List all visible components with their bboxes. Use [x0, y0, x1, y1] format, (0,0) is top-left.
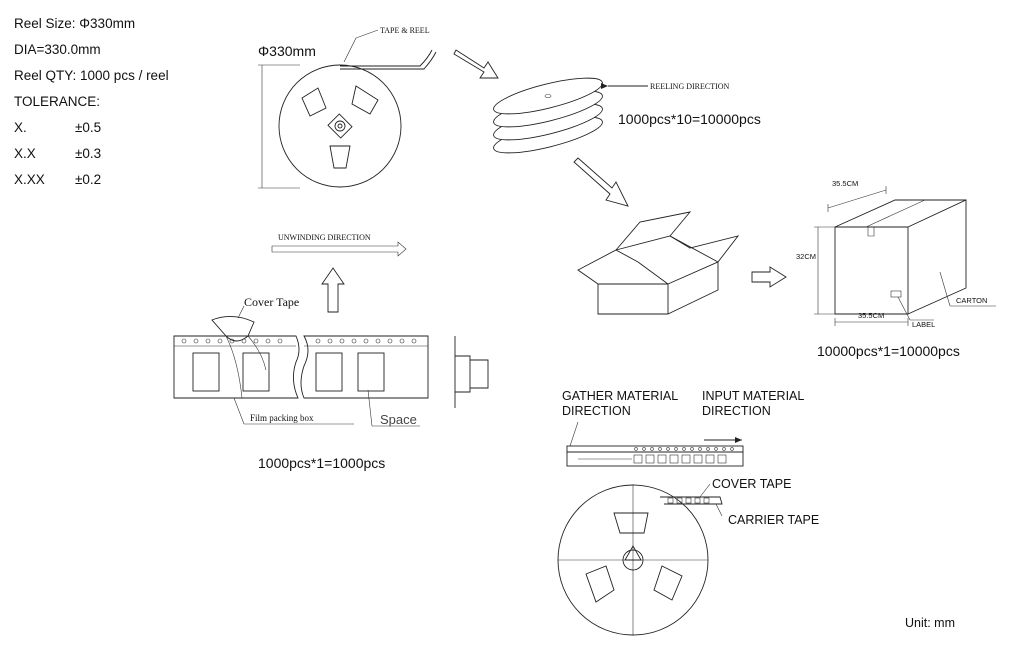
carton-front	[834, 226, 909, 315]
carton-drawing: 32CM 35.5CM 35.5CM CARTON LABEL 10000pcs…	[796, 179, 996, 359]
reeling-direction-label: REELING DIRECTION	[650, 82, 730, 91]
input-direction-line1: INPUT MATERIAL	[702, 389, 804, 403]
pocket-2	[242, 352, 270, 392]
feed-diagram: GATHER MATERIAL DIRECTION INPUT MATERIAL…	[557, 389, 819, 636]
tolerance-value-3: ±0.2	[75, 172, 101, 187]
pocket-1	[192, 352, 220, 392]
space-label: Space	[380, 412, 417, 427]
reel-tape	[340, 49, 433, 67]
spec-block: Reel Size: Φ330mm DIA=330.0mm Reel QTY: …	[14, 16, 169, 187]
reel-outer-circle	[278, 64, 402, 188]
feed-holes	[634, 447, 734, 451]
label-label-text: LABEL	[912, 320, 935, 329]
carton-top	[834, 199, 966, 228]
sprocket-holes	[181, 338, 417, 344]
carton-width-top-label: 35.5CM	[832, 179, 858, 188]
arrow-reel-to-stack	[453, 49, 499, 79]
cover-tape-flap	[211, 316, 255, 342]
unwinding-direction-label: UNWINDING DIRECTION	[278, 233, 371, 242]
arrow-tape-up	[321, 267, 345, 313]
arrow-box-to-carton	[751, 266, 787, 288]
dia-text: DIA=330.0mm	[14, 42, 101, 57]
feed-carrier-tape-label: CARRIER TAPE	[728, 513, 819, 527]
reel-qty-text: Reel QTY: 1000 pcs / reel	[14, 68, 169, 83]
reel-window-3	[329, 145, 351, 169]
tape-reel-label: TAPE & REEL	[380, 26, 430, 35]
tolerance-key-3: X.XX	[14, 172, 45, 187]
tolerance-key-2: X.X	[14, 146, 36, 161]
reel-size-text: Reel Size: Φ330mm	[14, 16, 135, 31]
tolerance-value-2: ±0.3	[75, 146, 101, 161]
reel-drawing: Φ330mm TAPE & REEL	[258, 26, 437, 189]
reel-hub-square	[327, 113, 353, 139]
carton-label-text: CARTON	[956, 296, 987, 305]
carton-width-bottom-label: 35.5CM	[858, 311, 884, 320]
feed-pockets	[633, 454, 727, 464]
cover-tape-label: Cover Tape	[244, 295, 299, 309]
reel-window-2	[351, 85, 379, 115]
feed-window-3	[653, 565, 683, 601]
feed-top-tape	[660, 496, 723, 505]
gather-direction-line1: GATHER MATERIAL	[562, 389, 678, 403]
tape-segment-left	[173, 335, 300, 399]
tolerance-title: TOLERANCE:	[14, 94, 100, 109]
carton-label-rect	[890, 290, 902, 298]
tape-reel-leader	[343, 37, 357, 63]
input-direction-line2: DIRECTION	[702, 404, 771, 418]
feed-window-2	[585, 565, 615, 603]
tape-segment-right	[300, 335, 429, 399]
box-flap-back	[615, 211, 692, 251]
stack-qty: 1000pcs*10=10000pcs	[618, 111, 761, 127]
film-packing-box-label: Film packing box	[250, 413, 314, 423]
reel-hub-center	[337, 123, 343, 129]
open-box	[577, 211, 740, 315]
feed-reel-hub	[622, 549, 644, 571]
unit-label: Unit: mm	[905, 616, 955, 630]
carrier-tape-drawing: Cover Tape Film packing box Space 1000pc…	[173, 295, 489, 471]
box-flap-right	[669, 235, 740, 263]
feed-tape	[566, 451, 744, 467]
tape-qty: 1000pcs*1=1000pcs	[258, 455, 385, 471]
tape-side-profile	[454, 336, 489, 408]
reel-diameter-label: Φ330mm	[258, 43, 316, 59]
feed-cover-tape-label: COVER TAPE	[712, 477, 791, 491]
box-flap-left	[577, 249, 639, 285]
gather-direction-line2: DIRECTION	[562, 404, 631, 418]
arrow-stack-to-box	[573, 157, 629, 207]
carton-height-label: 32CM	[796, 252, 816, 261]
reel-stack: REELING DIRECTION 1000pcs*10=10000pcs	[493, 77, 761, 154]
pocket-3	[315, 352, 343, 392]
carton-qty: 10000pcs*1=10000pcs	[817, 343, 960, 359]
reel-window-1	[301, 87, 327, 117]
carton-side	[907, 199, 967, 315]
stack-reel-1	[493, 77, 603, 115]
unwinding-arrow	[271, 241, 407, 257]
reel-hub	[334, 120, 346, 132]
tolerance-key-1: X.	[14, 120, 27, 135]
tolerance-value-1: ±0.5	[75, 120, 101, 135]
feed-window-1	[613, 512, 649, 534]
pocket-4	[357, 352, 385, 392]
unwinding-direction: UNWINDING DIRECTION	[271, 233, 407, 257]
